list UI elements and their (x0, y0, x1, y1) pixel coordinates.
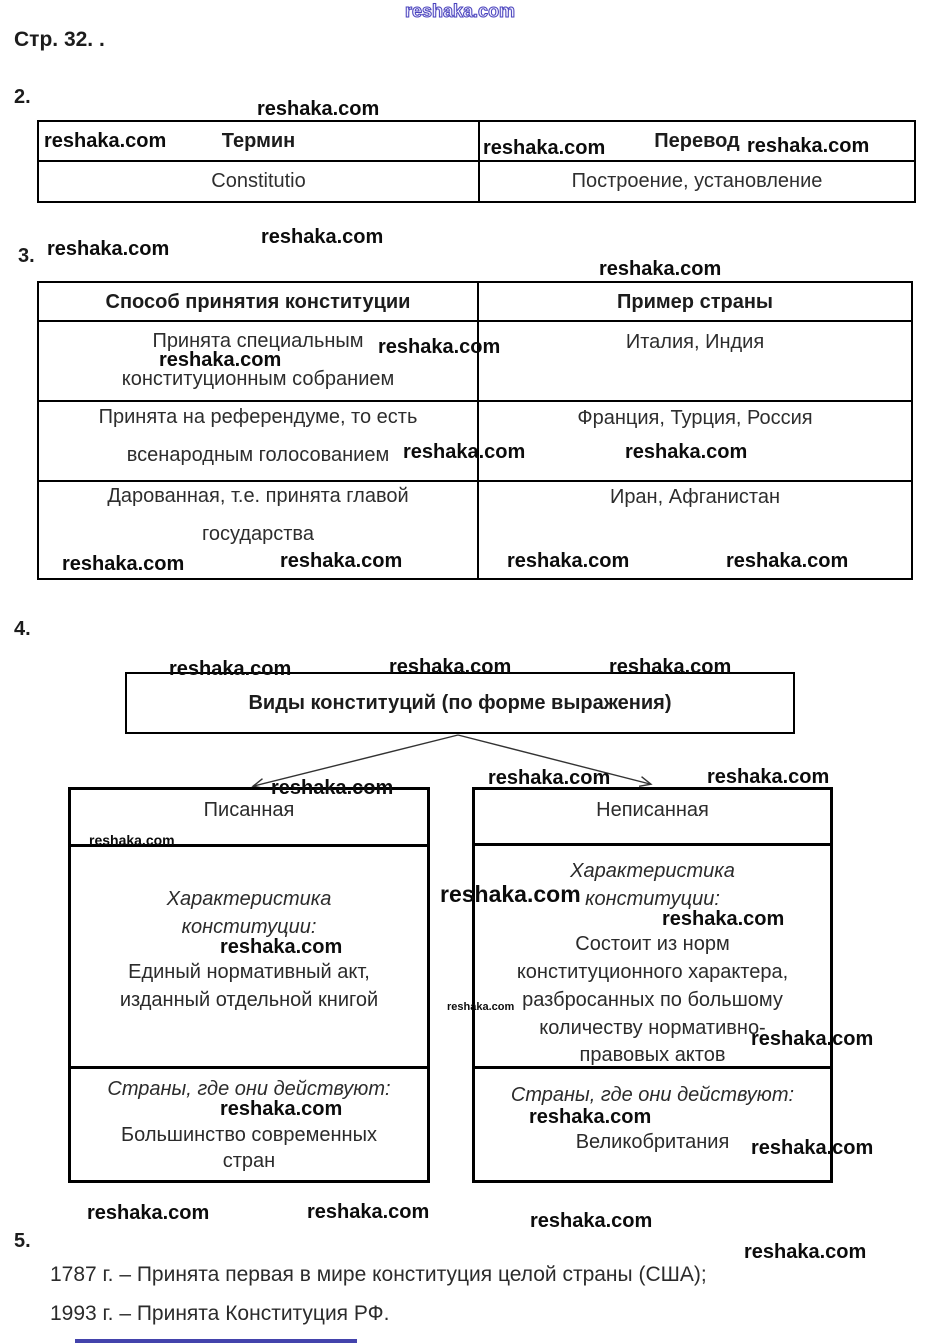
unwritten-char-line-3: разбросанных по большому (522, 989, 783, 1011)
written-countries-line-1: Большинство современных (121, 1124, 377, 1146)
written-box-divider-1 (71, 844, 427, 847)
adoption-row-1-method-line-1: Принята специальным (152, 330, 364, 352)
page-title: Стр. 32. . (14, 28, 105, 51)
watermark: reshaka.com (389, 656, 512, 678)
watermark: reshaka.com (169, 658, 292, 680)
unwritten-box-title: Неписанная (596, 799, 709, 821)
adoption-row-3-method: Дарованная, т.е. принята главой государс… (39, 482, 479, 578)
unwritten-char-line-1: Состоит из норм (575, 933, 730, 955)
unwritten-char-label-2: конституции: (585, 888, 720, 910)
watermark: reshaka.com (609, 656, 732, 678)
watermark: reshaka.com (378, 336, 501, 358)
written-countries-line-2: стран (222, 1150, 276, 1172)
watermark: reshaka.com (280, 550, 403, 572)
arrow-to-written (251, 734, 459, 790)
arrow-to-unwritten (457, 734, 653, 788)
unwritten-char-line-2: конституционного характера, (516, 961, 789, 983)
watermark: reshaka.com (483, 137, 606, 159)
adoption-row-3-method-line-2: государства (202, 523, 314, 545)
unwritten-countries-label: Страны, где они действуют: (510, 1084, 795, 1106)
adoption-row-1-method-line-2: конституционным собранием (121, 368, 395, 390)
fact-1787: 1787 г. – Принята первая в мире конститу… (50, 1263, 707, 1286)
watermark: reshaka.com (87, 1202, 210, 1224)
watermark: reshaka.com (220, 936, 343, 958)
watermark: reshaka.com (744, 1241, 867, 1263)
watermark: reshaka.com (447, 1001, 515, 1013)
written-constitution-box: Писанная Характеристика конституции: Еди… (68, 787, 430, 1183)
unwritten-constitution-box: Неписанная Характеристика конституции: С… (472, 787, 833, 1183)
watermark: reshaka.com (662, 908, 785, 930)
watermark: reshaka.com (529, 1106, 652, 1128)
term-table-cell-translation: Построение, установление (571, 170, 823, 192)
adoption-row-2-method-line-1: Принята на референдуме, то есть (98, 406, 418, 428)
adoption-table: Способ принятия конституции Пример стран… (37, 281, 913, 580)
watermark: reshaka.com (403, 441, 526, 463)
watermark: reshaka.com (507, 550, 630, 572)
watermark: reshaka.com (751, 1028, 874, 1050)
written-char-line-2: изданный отдельной книгой (119, 989, 379, 1011)
unwritten-countries-line-1: Великобритания (575, 1131, 730, 1153)
adoption-table-header-country: Пример страны (479, 283, 911, 322)
term-table-header-term: Термин (39, 122, 480, 162)
term-table-header-translation: Перевод (480, 122, 914, 162)
unwritten-char-line-5: правовых актов (579, 1044, 726, 1066)
section-3-number: 3. (18, 245, 35, 267)
written-box-title: Писанная (203, 799, 295, 821)
watermark: reshaka.com (726, 550, 849, 572)
watermark: reshaka.com (47, 238, 170, 260)
section-2-number: 2. (14, 86, 31, 108)
unwritten-box-divider-1 (475, 843, 830, 846)
term-table-cell-term: Constitutio (39, 162, 480, 201)
term-table: Термин Перевод Constitutio Построение, у… (37, 120, 916, 203)
watermark: reshaka.com (257, 98, 380, 120)
watermark: reshaka.com (159, 349, 282, 371)
written-countries-label: Страны, где они действуют: (107, 1078, 391, 1100)
adoption-row-2-method: Принята на референдуме, то есть всенарод… (39, 402, 479, 482)
adoption-row-3-countries: Иран, Афганистан (609, 486, 781, 508)
adoption-row-2-countries: Франция, Турция, Россия (479, 402, 911, 482)
written-char-label-2: конституции: (181, 916, 317, 938)
watermark: reshaka.com (530, 1210, 653, 1232)
diagram-root-title: Виды конституций (по форме выражения) (248, 691, 672, 714)
watermark: reshaka.com (747, 135, 870, 157)
watermark: reshaka.com (625, 441, 748, 463)
unwritten-char-label-1: Характеристика (570, 860, 735, 882)
adoption-row-1-countries: Италия, Индия (479, 322, 911, 402)
written-char-label-1: Характеристика (166, 888, 332, 910)
watermark: reshaka.com (599, 258, 722, 280)
watermark: reshaka.com (220, 1098, 343, 1120)
fact-1993: 1993 г. – Принята Конституция РФ. (50, 1302, 390, 1325)
watermark: reshaka.com (261, 226, 384, 248)
cut-off-blue-line (75, 1339, 357, 1343)
diagram-arrows (251, 734, 653, 790)
adoption-row-3-method-line-1: Дарованная, т.е. принята главой (107, 485, 409, 507)
written-box-divider-2 (71, 1066, 427, 1069)
watermark: reshaka.com (44, 130, 167, 152)
section-5-number: 5. (14, 1230, 31, 1252)
watermark: reshaka.com (307, 1201, 430, 1223)
watermark: reshaka.com (440, 881, 581, 907)
written-char-line-1: Единый нормативный акт, (128, 961, 370, 983)
watermark: reshaka.com (89, 832, 175, 848)
unwritten-char-line-4: количеству нормативно- (539, 1017, 766, 1039)
watermark: reshaka.com (488, 767, 611, 789)
adoption-table-header-method: Способ принятия конституции (39, 283, 479, 322)
watermark: reshaka.com (404, 1, 516, 22)
watermark: reshaka.com (271, 777, 394, 799)
adoption-row-2-method-line-2: всенародным голосованием (126, 444, 390, 466)
watermark: reshaka.com (751, 1137, 874, 1159)
unwritten-box-divider-2 (475, 1066, 830, 1069)
watermark: reshaka.com (707, 766, 830, 788)
diagram-root-box: Виды конституций (по форме выражения) (125, 672, 795, 734)
watermark: reshaka.com (62, 553, 185, 575)
section-4-number: 4. (14, 618, 31, 640)
adoption-row-1-method: Принята специальным конституционным собр… (39, 322, 479, 402)
